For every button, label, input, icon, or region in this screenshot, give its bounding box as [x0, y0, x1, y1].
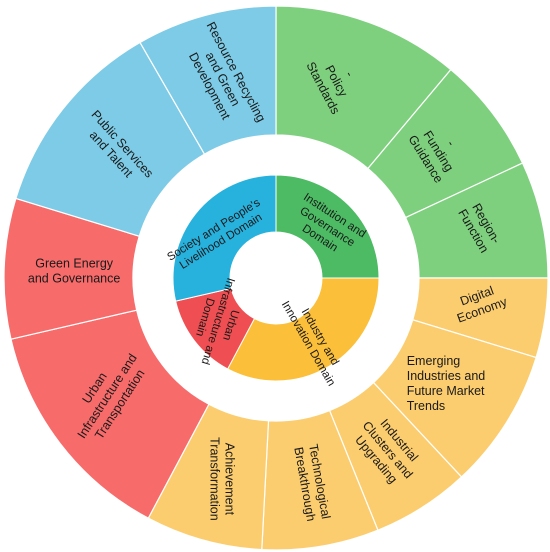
outer-label-line: Industries and: [407, 369, 486, 383]
outer-label-line: Trends: [407, 399, 445, 413]
outer-label-line: Green Energy: [35, 256, 114, 270]
outer-label-line: -: [342, 69, 356, 79]
outer-label-line: Transformation: [208, 437, 222, 521]
outer-label-line: Achievement: [223, 443, 237, 516]
outer-label-line: Future Market: [407, 384, 485, 398]
outer-segment-label: DigitalEconomy: [450, 280, 510, 325]
inner-ring: [172, 174, 380, 382]
outer-segment-label: AchievementTransformation: [208, 437, 237, 521]
center-hole: [230, 232, 322, 324]
outer-label-line: and Governance: [28, 271, 120, 285]
outer-label-line: Emerging: [407, 354, 461, 368]
outer-label-line: -: [444, 138, 458, 149]
outer-ring: [3, 5, 549, 551]
